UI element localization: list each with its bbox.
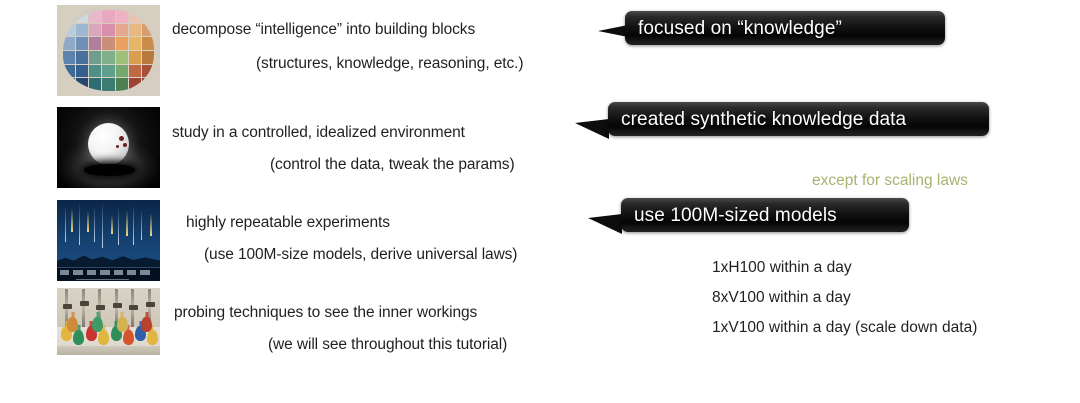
row-3-line-1: highly repeatable experiments: [186, 214, 390, 231]
axis-tick: [127, 270, 137, 275]
meteor-streak: [102, 202, 104, 248]
lab-stand-pole: [81, 289, 85, 327]
lab-flask: [92, 317, 104, 333]
chart-axis-strip: [57, 267, 160, 281]
thumbnail-brain-blocks: [57, 5, 160, 96]
lab-clamp: [96, 305, 106, 311]
lab-clamp: [79, 301, 89, 307]
lab-stand-pole: [114, 289, 118, 327]
callout-2-tail: [575, 119, 609, 139]
lab-clamp: [112, 302, 122, 308]
note-hardware-1: 1xH100 within a day: [712, 259, 852, 276]
meteor-streak: [141, 208, 143, 240]
lab-stand-pole: [147, 289, 151, 327]
callout-3-tail: [588, 214, 622, 234]
axis-tick: [73, 270, 83, 275]
meteor-streak: [71, 208, 74, 233]
meteor-streak: [94, 206, 96, 243]
meteor-streak: [133, 204, 135, 245]
note-hardware-2: 8xV100 within a day: [712, 289, 851, 306]
callout-1-label: focused on “knowledge”: [638, 17, 842, 39]
meteor-streak: [149, 212, 152, 236]
lab-flask: [67, 316, 79, 332]
note-hardware-3: 1xV100 within a day (scale down data): [712, 319, 978, 336]
lab-flask: [110, 325, 122, 341]
meteor-streak: [65, 204, 67, 243]
callout-3-label: use 100M-sized models: [634, 204, 837, 226]
lab-flask: [98, 330, 110, 346]
row-3-line-2: (use 100M-size models, derive universal …: [204, 246, 518, 263]
meteor-streak: [126, 209, 128, 236]
note-except-for-scaling-laws: except for scaling laws: [812, 172, 968, 189]
lab-clamp: [145, 302, 155, 308]
meteor-streak: [110, 214, 113, 235]
axis-caption: [75, 279, 130, 281]
lab-clamp: [129, 304, 139, 310]
axis-tick: [100, 270, 110, 275]
row-2-line-1: study in a controlled, idealized environ…: [172, 124, 465, 141]
row-4-line-1: probing techniques to see the inner work…: [174, 304, 478, 321]
sphere-spot: [118, 136, 124, 142]
sphere-spot: [115, 145, 119, 149]
lab-flask: [61, 325, 73, 341]
sphere-cast-shadow: [83, 163, 136, 176]
lab-flask: [141, 317, 153, 333]
row-1-line-2: (structures, knowledge, reasoning, etc.): [256, 55, 524, 72]
night-sky: [57, 200, 160, 269]
lab-clamp: [63, 304, 73, 310]
callout-1-tail: [598, 25, 628, 37]
thumbnail-white-sphere: [57, 107, 160, 188]
row-4-line-2: (we will see throughout this tutorial): [268, 336, 508, 353]
axis-tick: [60, 270, 70, 275]
row-1-line-1: decompose “intelligence” into building b…: [172, 21, 476, 38]
lab-flask: [85, 326, 97, 342]
meteor-streak: [86, 211, 89, 233]
axis-tick: [113, 270, 123, 275]
meteor-streak: [117, 205, 119, 245]
meteor-streak: [78, 203, 80, 246]
callout-use-100m-sized-models[interactable]: use 100M-sized models: [621, 198, 909, 232]
row-2-line-2: (control the data, tweak the params): [270, 156, 515, 173]
callout-created-synthetic-knowledge-data[interactable]: created synthetic knowledge data: [608, 102, 989, 136]
callout-2-label: created synthetic knowledge data: [621, 108, 907, 130]
axis-tick: [140, 270, 150, 275]
lab-bench-surface: [57, 346, 160, 355]
callout-focused-on-knowledge[interactable]: focused on “knowledge”: [625, 11, 945, 45]
thumbnail-lab-flasks: [57, 288, 160, 355]
sphere-shape: [87, 123, 130, 166]
sphere-spot: [122, 143, 127, 148]
lab-flask: [73, 329, 85, 345]
lab-flask: [122, 329, 134, 345]
lab-flask: [146, 329, 158, 345]
axis-tick: [86, 270, 97, 275]
lab-flask: [135, 326, 147, 342]
brain-block-mosaic: [63, 10, 154, 91]
lab-flask: [116, 316, 128, 332]
thumbnail-meteor-shower: [57, 200, 160, 281]
